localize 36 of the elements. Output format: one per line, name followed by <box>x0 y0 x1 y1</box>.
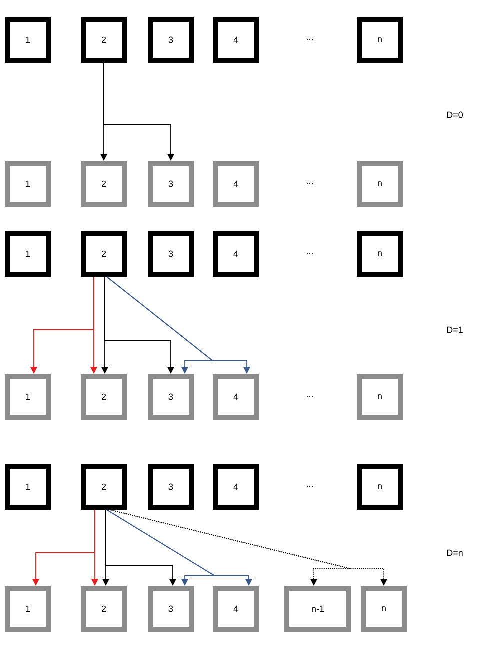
box: n <box>357 17 403 63</box>
box: n <box>357 464 403 510</box>
label: ... <box>307 396 313 398</box>
box: 4 <box>213 17 259 63</box>
box: 3 <box>148 464 194 510</box>
target-box: 4 <box>213 161 259 207</box>
target-box: 4 <box>213 586 259 632</box>
label: D=0 <box>447 112 464 118</box>
box: 2 <box>81 17 127 63</box>
box: 4 <box>213 231 259 277</box>
target-box: 2 <box>81 374 127 420</box>
box: 3 <box>148 17 194 63</box>
label: D=1 <box>447 326 463 334</box>
target-box: 2 <box>81 586 127 632</box>
target-box: n-1 <box>284 586 352 632</box>
target-box: n <box>357 374 403 420</box>
target-box: 1 <box>5 586 51 632</box>
label: D=n <box>447 550 463 556</box>
box: n <box>357 231 403 277</box>
target-box: 3 <box>148 586 194 632</box>
target-box: 4 <box>213 374 259 420</box>
target-box: n <box>357 161 403 207</box>
target-box: 2 <box>81 161 127 207</box>
box: 4 <box>213 464 259 510</box>
target-box: 3 <box>148 161 194 207</box>
target-box: n <box>361 586 407 632</box>
box: 1 <box>5 231 51 277</box>
box: 2 <box>81 231 127 277</box>
box: 2 <box>81 464 127 510</box>
box: 1 <box>5 17 51 63</box>
box: 1 <box>5 464 51 510</box>
label: ... <box>307 486 313 488</box>
target-box: 3 <box>148 374 194 420</box>
box: 3 <box>148 231 194 277</box>
target-box: 1 <box>5 374 51 420</box>
target-box: 1 <box>5 161 51 207</box>
